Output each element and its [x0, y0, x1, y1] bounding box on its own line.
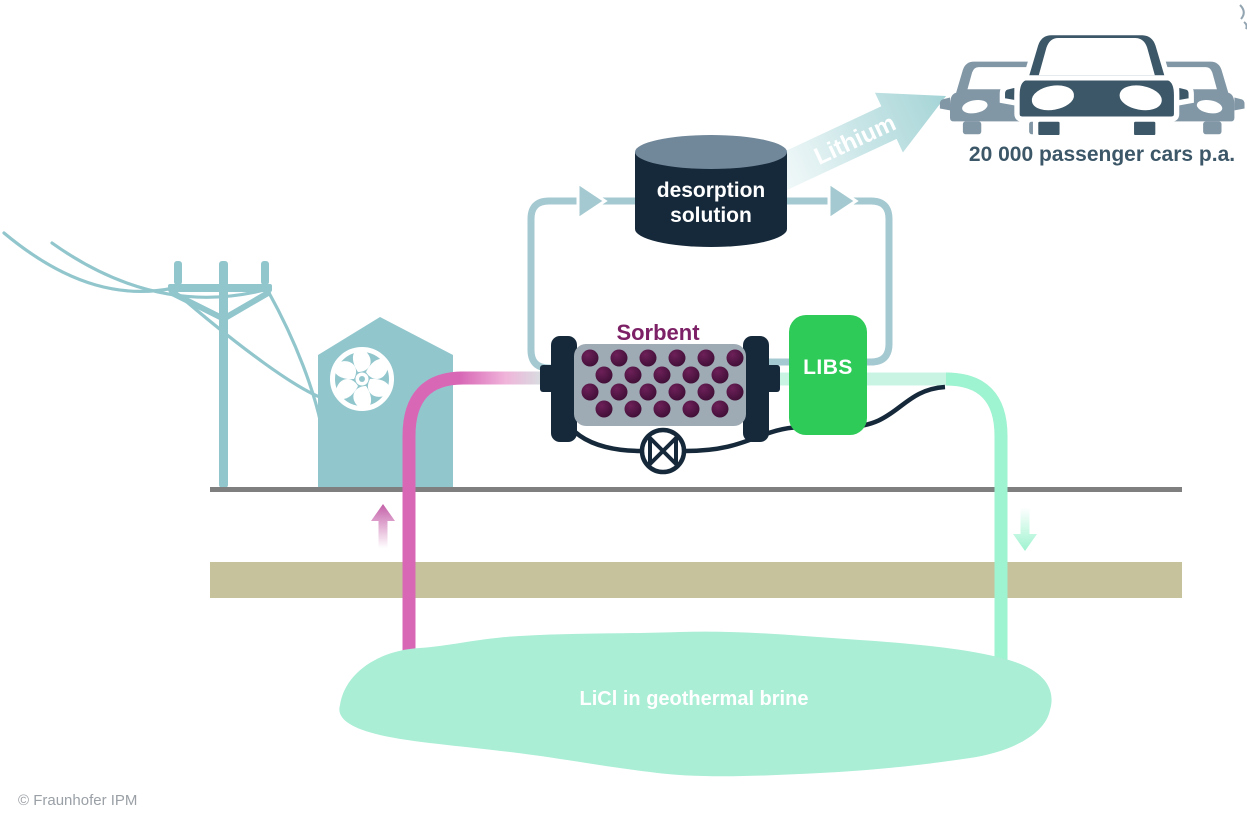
sorbent-cartridge: Sorbent [540, 320, 780, 442]
pink-to-mint-transition [460, 371, 562, 385]
desorption-tank: desorption solution [635, 135, 787, 247]
pylon-icon [168, 261, 272, 488]
valve-icon [639, 427, 687, 475]
sorbent-left-cap [551, 336, 577, 442]
geothermal-plant-icon [318, 317, 453, 488]
power-lines [2, 231, 324, 426]
desorption-label-line1: desorption [657, 179, 766, 202]
sorbent-beads [581, 349, 744, 418]
upflow-arrow-icon [371, 504, 395, 548]
sorbent-right-cap [743, 336, 769, 442]
sorbent-right-nub [766, 365, 780, 392]
brine-label: LiCl in geothermal brine [580, 688, 809, 710]
turbine-fan-icon [330, 347, 394, 411]
screen-edge-artifact [1239, 4, 1247, 30]
loop-arrowhead-right-icon [827, 180, 859, 222]
brine-reservoir: LiCl in geothermal brine [339, 631, 1052, 777]
sorbent-label: Sorbent [616, 320, 700, 345]
downflow-arrow-icon [1013, 507, 1037, 551]
cars-caption: 20 000 passenger cars p.a. [969, 143, 1235, 166]
surface-line [210, 487, 1182, 492]
soil-layer [210, 562, 1182, 598]
libs-analyzer: LIBS [789, 315, 867, 435]
loop-arrowhead-left-icon [576, 180, 608, 222]
production-well-pipe [402, 371, 562, 680]
sorbent-left-nub [540, 365, 554, 392]
desorption-label-line2: solution [670, 204, 752, 227]
libs-label: LIBS [803, 356, 853, 379]
copyright-text: © Fraunhofer IPM [18, 792, 137, 809]
passenger-cars-icon: 20 000 passenger cars p.a. [939, 33, 1245, 166]
